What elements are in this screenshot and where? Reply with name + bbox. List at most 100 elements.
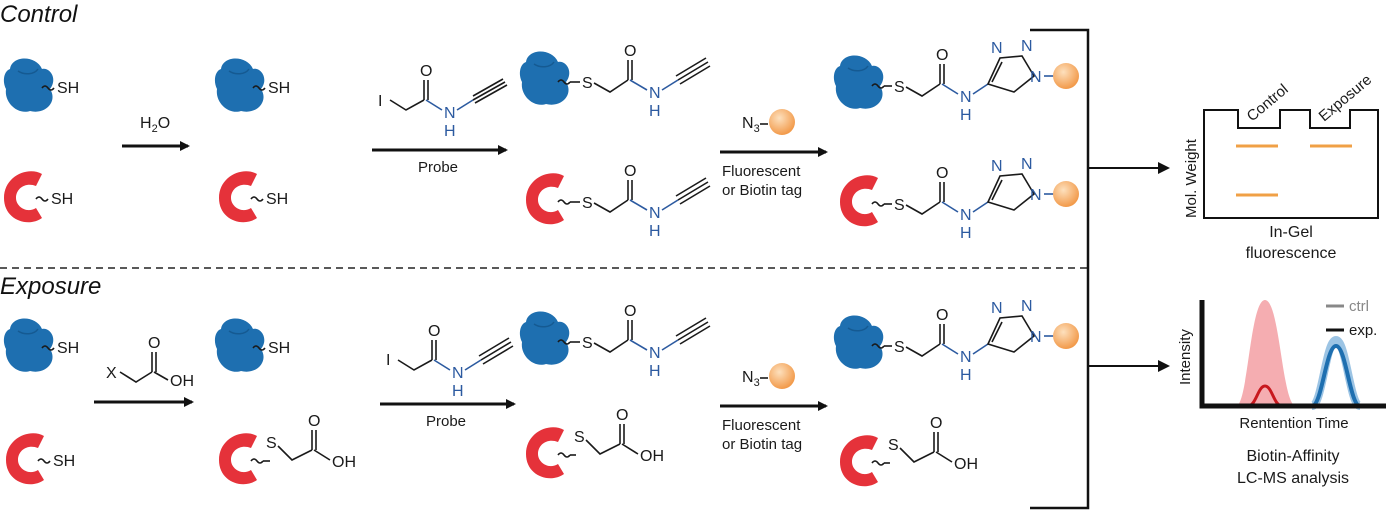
sulfur-label: S [582, 195, 593, 212]
probe-structure: I O N H [386, 323, 514, 400]
hydrogen-label: H [960, 225, 972, 242]
gel-lane-control: Control [1244, 81, 1292, 125]
nitrogen-label: N [1021, 298, 1033, 315]
sulfur-label: S [574, 429, 585, 446]
water-label: H2O [140, 115, 170, 135]
sh-label: SH [268, 80, 290, 97]
protein-red-probe-adduct: S O N H [526, 163, 711, 240]
hydroxyl-label: OH [640, 448, 664, 465]
section-control-title: Control [0, 1, 78, 28]
in-gel-panel: Control Exposure Mol. Weight In-Gel fluo… [1183, 71, 1379, 262]
gel-lane-exposure: Exposure [1316, 71, 1375, 125]
lcms-x-axis-label: Rentention Time [1239, 415, 1348, 432]
nitrogen-label: N [1021, 156, 1033, 173]
gel-title-line2: fluorescence [1246, 245, 1337, 262]
protein-blue-sh: SH [214, 57, 290, 113]
protein-red-sh: SH [6, 433, 75, 485]
sh-label: SH [51, 191, 73, 208]
sulfur-label: S [582, 335, 593, 352]
oxygen-label: O [936, 47, 948, 64]
protein-red-carboxymethylated: S O OH [219, 413, 356, 485]
protein-red-carboxymethylated: S O OH [840, 415, 978, 487]
protein-blue-sh: SH [3, 317, 79, 373]
legend-ctrl-label: ctrl [1349, 298, 1369, 315]
gel-y-axis-label: Mol. Weight [1183, 138, 1200, 218]
nitrogen-label: N [1030, 187, 1042, 204]
oxygen-label: O [936, 165, 948, 182]
sh-label: SH [266, 191, 288, 208]
sh-label: SH [53, 453, 75, 470]
tag-bead [769, 363, 795, 389]
oxygen-label: O [624, 163, 636, 180]
nitrogen-label: N [991, 300, 1003, 317]
hydrogen-label: H [960, 367, 972, 384]
oxygen-label: O [930, 415, 942, 432]
nitrogen-label: N [649, 345, 661, 362]
protein-red-carboxymethylated: S O OH [526, 407, 664, 479]
protein-red-triazole-product: S O N H N N N [840, 156, 1079, 242]
fluorescent-label: Fluorescent [722, 417, 801, 434]
protein-blue-sh: SH [214, 317, 290, 373]
oxygen-label: O [428, 323, 440, 340]
nitrogen-label: N [960, 207, 972, 224]
oxygen-label: O [936, 307, 948, 324]
nitrogen-label: N [960, 349, 972, 366]
section-exposure-title: Exposure [0, 273, 101, 300]
tag-bead [769, 109, 795, 135]
nitrogen-label: N [1021, 38, 1033, 55]
oxygen-label: O [616, 407, 628, 424]
probe-structure: I O N H [378, 63, 508, 140]
nitrogen-label: N [1030, 69, 1042, 86]
hydrogen-label: H [649, 103, 661, 120]
lcms-y-axis-label: Intensity [1177, 329, 1194, 385]
sulfur-label: S [266, 435, 277, 452]
sulfur-label: S [894, 79, 905, 96]
azide-label: N3 [742, 369, 760, 389]
lcms-title-line1: Biotin-Affinity [1246, 448, 1339, 465]
nitrogen-label: N [991, 40, 1003, 57]
lcms-title-line2: LC-MS analysis [1237, 470, 1349, 487]
tag-bead [1053, 181, 1079, 207]
peak-control-1 [1236, 300, 1296, 406]
oxygen-label: O [624, 43, 636, 60]
nitrogen-label: N [444, 105, 456, 122]
oxygen-label: O [420, 63, 432, 80]
hydroxyl-label: OH [954, 456, 978, 473]
peak-exposure-2 [1310, 343, 1362, 408]
protein-blue-triazole-product: S O N H N N N [833, 298, 1079, 384]
protein-blue-probe-adduct: S O N H [519, 43, 711, 120]
nitrogen-label: N [1030, 329, 1042, 346]
sulfur-label: S [894, 197, 905, 214]
sh-label: SH [57, 340, 79, 357]
output-bracket [1030, 28, 1170, 510]
legend-exp-label: exp. [1349, 322, 1377, 339]
halogen-label: X [106, 365, 117, 382]
sulfur-label: S [894, 339, 905, 356]
iodo-label: I [378, 93, 382, 110]
nitrogen-label: N [452, 365, 464, 382]
hydrogen-label: H [649, 223, 661, 240]
lcms-axes [1199, 300, 1386, 409]
biotin-tag-label: or Biotin tag [722, 182, 802, 199]
nitrogen-label: N [649, 85, 661, 102]
probe-label: Probe [418, 159, 458, 176]
protein-blue-probe-adduct: S O N H [519, 303, 711, 380]
protein-blue-triazole-product: S O N H N N N [833, 38, 1079, 124]
biotin-tag-label: or Biotin tag [722, 436, 802, 453]
hydroxyl-label: OH [170, 373, 194, 390]
haloacetic-acid-structure: X O OH [106, 335, 194, 390]
azide-label: N3 [742, 115, 760, 135]
gel-outline [1203, 109, 1379, 219]
peak-exposure-1 [1247, 384, 1283, 408]
iodo-label: I [386, 352, 390, 369]
protein-red-sh: SH [4, 171, 73, 223]
sh-label: SH [268, 340, 290, 357]
nitrogen-label: N [960, 89, 972, 106]
oxygen-label: O [308, 413, 320, 430]
probe-label: Probe [426, 413, 466, 430]
hydrogen-label: H [444, 123, 456, 140]
protein-blue-sh: SH [3, 57, 79, 113]
sulfur-label: S [582, 75, 593, 92]
hydrogen-label: H [649, 363, 661, 380]
